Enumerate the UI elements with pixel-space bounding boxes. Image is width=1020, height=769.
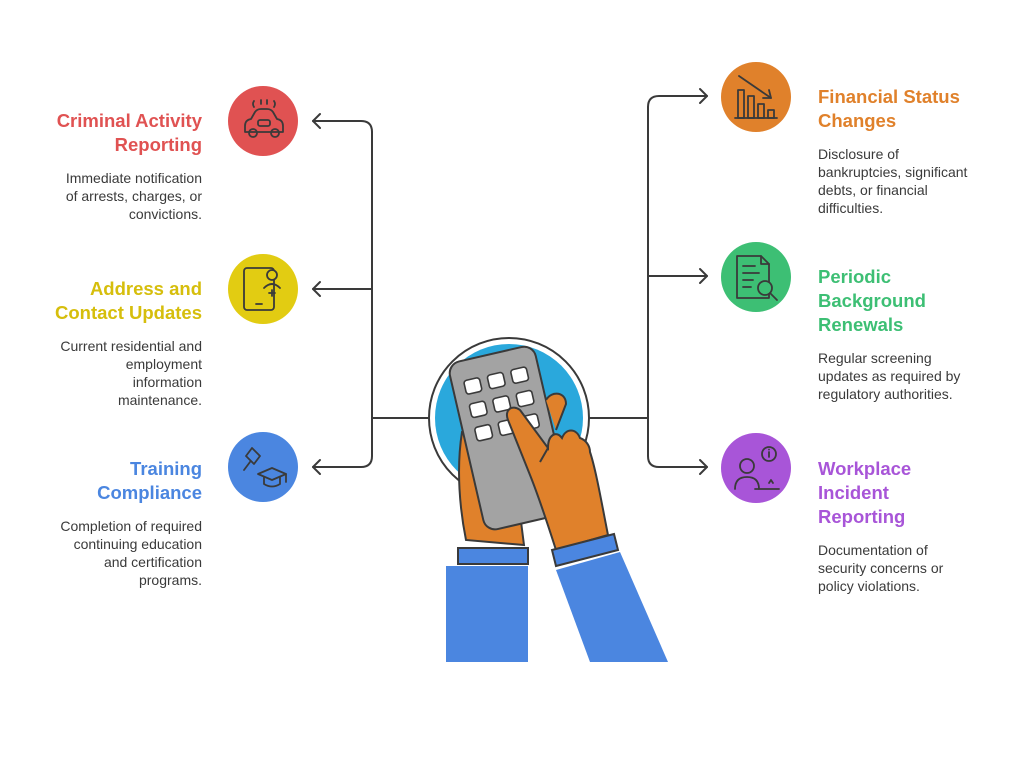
workplace-incident-badge <box>721 433 791 503</box>
tablet-user-icon <box>243 267 281 311</box>
item-title: Address and Contact Updates <box>55 278 202 323</box>
graduation-cap-icon <box>243 447 287 488</box>
declining-chart-icon <box>734 75 778 119</box>
document-search-icon <box>736 255 778 301</box>
criminal-activity-badge <box>228 86 298 156</box>
item-description: Regular screening updates as required by… <box>818 350 961 402</box>
training-compliance-badge <box>228 432 298 502</box>
periodic-renewals-badge <box>721 242 791 312</box>
item-description: Current residential and employment infor… <box>60 338 202 408</box>
item-title: Criminal Activity Reporting <box>56 110 202 155</box>
financial-status-badge <box>721 62 791 132</box>
workplace-incident-item: Workplace Incident Reporting Documentati… <box>818 457 1008 595</box>
criminal-activity-item: Criminal Activity Reporting Immediate no… <box>20 109 202 223</box>
item-title: Financial Status Changes <box>818 86 960 131</box>
item-title: Workplace Incident Reporting <box>818 458 912 527</box>
item-description: Immediate notification of arrests, charg… <box>65 170 202 222</box>
training-compliance-item: Training Compliance Completion of requir… <box>20 457 202 589</box>
financial-status-item: Financial Status Changes Disclosure of b… <box>818 85 1008 217</box>
central-illustration <box>428 337 668 662</box>
item-description: Documentation of security concerns or po… <box>818 542 944 594</box>
item-title: Training Compliance <box>97 458 202 503</box>
police-car-icon <box>244 99 284 138</box>
person-info-icon <box>734 446 780 490</box>
item-title: Periodic Background Renewals <box>818 266 926 335</box>
periodic-renewals-item: Periodic Background Renewals Regular scr… <box>818 265 1008 403</box>
item-description: Completion of required continuing educat… <box>60 518 202 588</box>
item-description: Disclosure of bankruptcies, significant … <box>818 146 968 216</box>
address-contact-item: Address and Contact Updates Current resi… <box>20 277 202 409</box>
address-contact-badge <box>228 254 298 324</box>
